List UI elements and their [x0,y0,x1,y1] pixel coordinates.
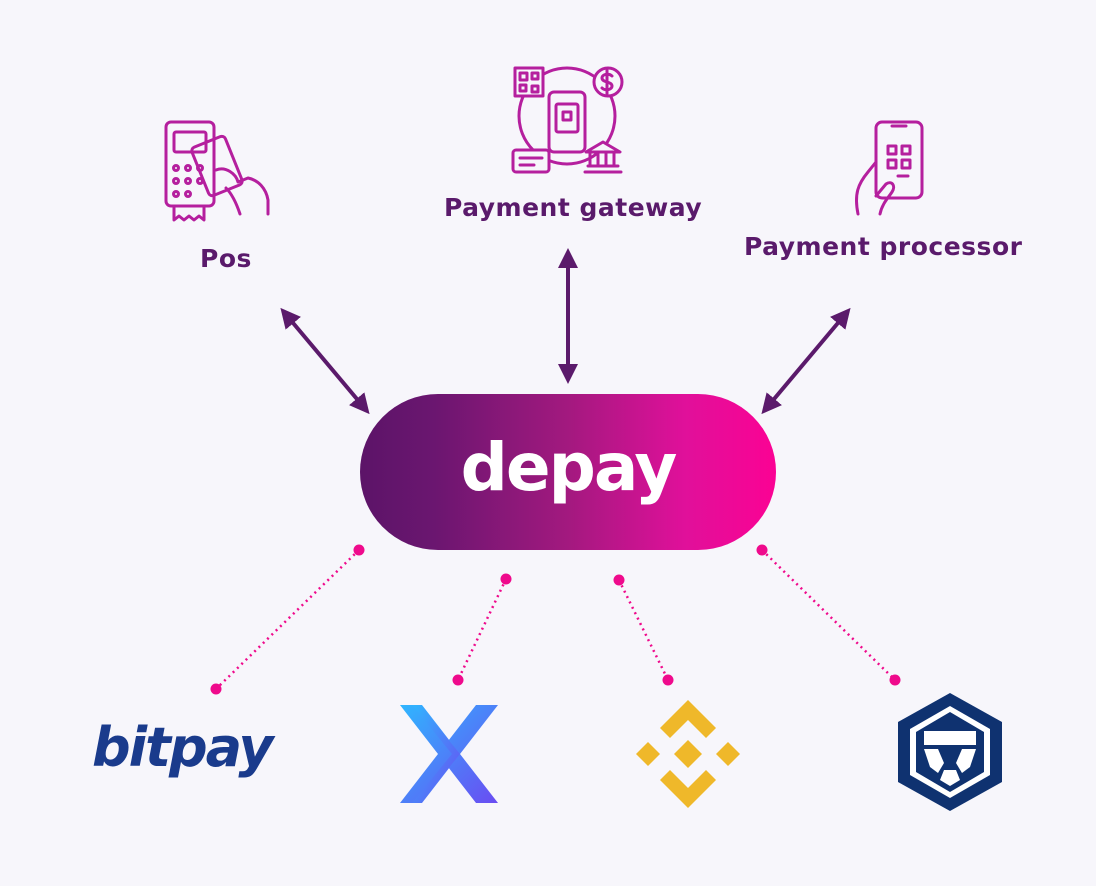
connector-dots [210,544,901,695]
dotted-connectors [215,549,896,690]
pos-label: Pos [200,244,252,273]
depay-hub: depay [360,394,776,550]
exchange-x-logo [400,705,498,803]
crypto-com-logo [898,693,1002,811]
payment-processor-icon [854,120,924,216]
arrow-pos [280,307,370,415]
pos-terminal-icon [164,120,270,222]
bitpay-logo: bitpay [92,716,274,779]
payment-processor-label: Payment processor [744,232,1023,261]
arrow-processor [761,307,851,415]
binance-logo [636,700,740,808]
payment-gateway-label: Payment gateway [444,193,703,222]
payment-gateway-icon [511,66,624,174]
depay-logo-text: depay [460,428,678,506]
